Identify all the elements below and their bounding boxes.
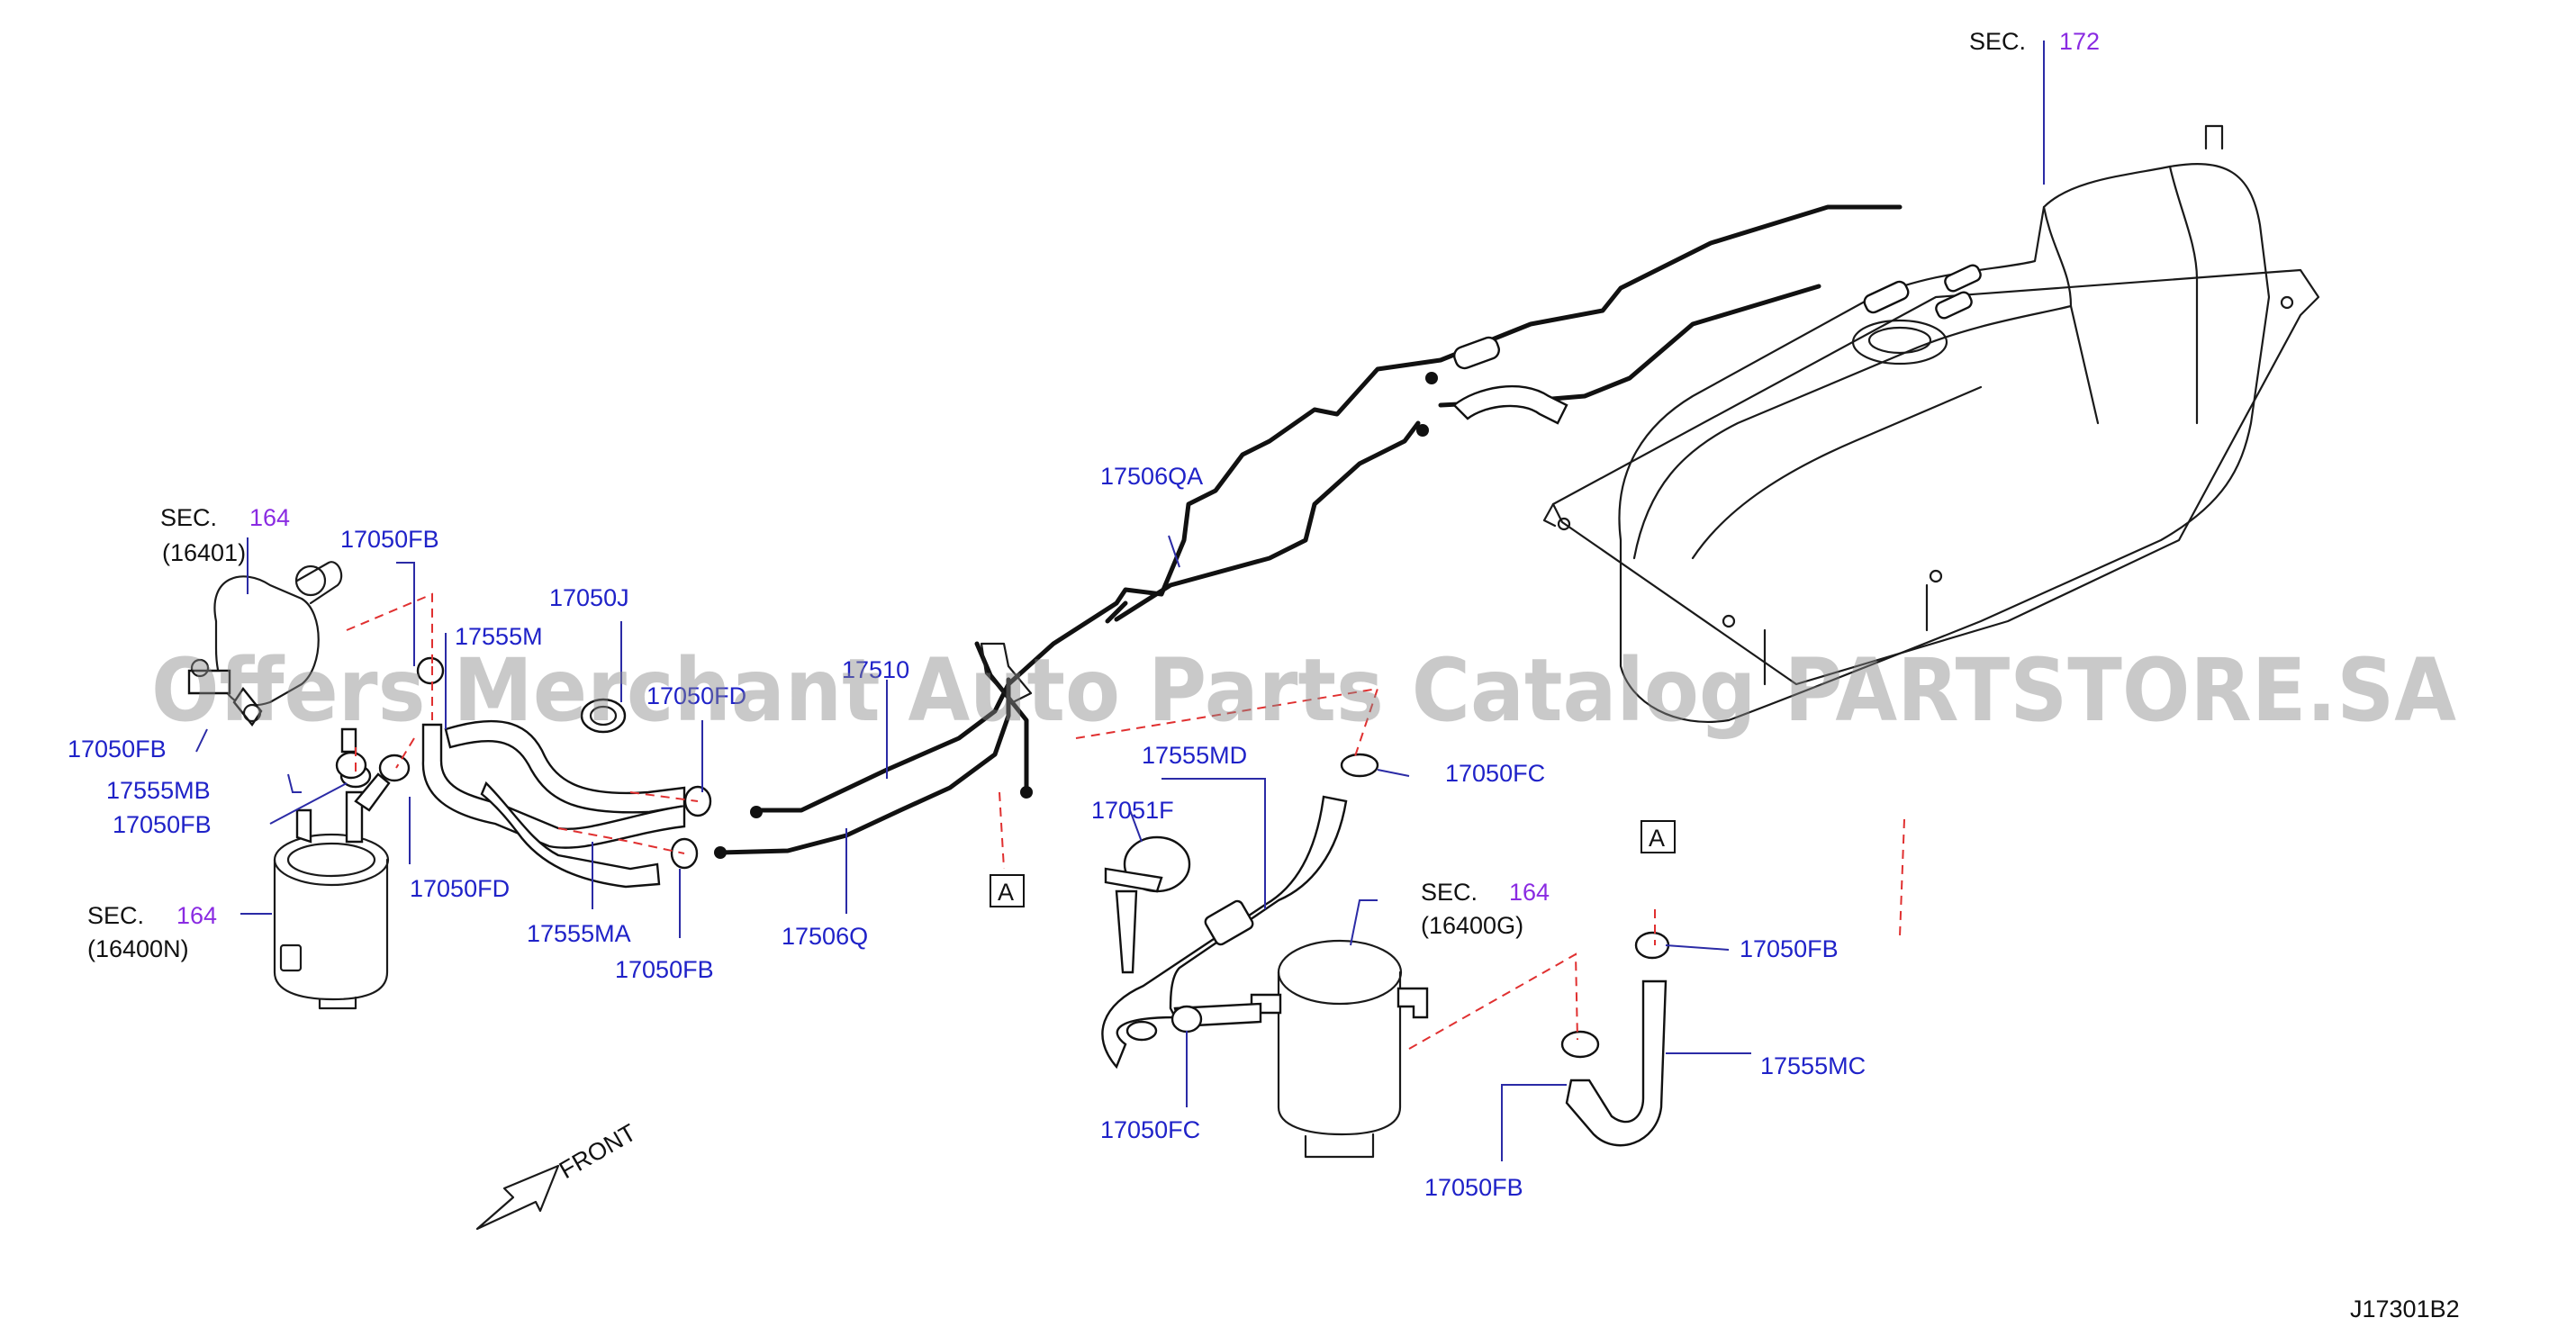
fuel-tank — [1542, 124, 2320, 723]
part-label-17555MD: 17555MD — [1142, 742, 1247, 769]
sec-164-16400G-prefix: SEC. — [1421, 879, 1478, 906]
pump-16401 — [187, 561, 357, 754]
sec-164-16401-sub: (16401) — [162, 539, 246, 566]
part-label-17555MA: 17555MA — [527, 920, 631, 947]
canister-16400G — [1250, 939, 1429, 1159]
part-label-17050FB-lowright: 17050FB — [1424, 1174, 1523, 1201]
part-label-17050FB-top: 17050FB — [340, 526, 439, 553]
part-label-17050FB-mid: 17050FB — [113, 811, 212, 838]
ref-a-left: A — [998, 879, 1014, 906]
part-label-17050FB-bottom: 17050FB — [615, 956, 714, 983]
part-label-17555M: 17555M — [455, 623, 543, 650]
hose-17555MD — [1101, 753, 1379, 1070]
reference-boxes — [990, 820, 1676, 907]
part-label-17050FC-upper: 17050FC — [1445, 760, 1545, 787]
part-label-17050FB-right: 17050FB — [1740, 935, 1839, 962]
tank-fittings — [1863, 264, 1982, 320]
sec-172-prefix: SEC. — [1969, 28, 2026, 55]
valve-17051F — [1104, 835, 1191, 974]
front-arrow — [475, 1164, 560, 1231]
sec-164-16401-prefix: SEC. — [160, 504, 217, 531]
part-label-17051F: 17051F — [1091, 797, 1174, 824]
sec-164-16400N-sub: (16400N) — [87, 935, 189, 962]
sec-164-16400G-sub: (16400G) — [1421, 912, 1523, 939]
part-label-17050FB-left: 17050FB — [68, 736, 167, 763]
dashed-links — [346, 592, 1905, 1050]
part-label-17050FD-upper: 17050FD — [646, 682, 746, 709]
part-label-17510: 17510 — [842, 656, 909, 683]
sec-164-16400G-number: 164 — [1509, 879, 1550, 906]
sec-172-number: 172 — [2059, 28, 2100, 55]
ref-a-right: A — [1649, 825, 1665, 852]
sec-164-16400N-number: 164 — [176, 902, 217, 929]
canister-16400N — [273, 763, 391, 1010]
front-label: FRONT — [555, 1119, 641, 1184]
labels: SEC. 172 SEC. 164 (16401) SEC. 164 (1640… — [68, 28, 2460, 1322]
part-label-17555MC: 17555MC — [1760, 1052, 1866, 1079]
part-label-17506Q: 17506Q — [782, 923, 868, 950]
part-label-17506QA: 17506QA — [1100, 463, 1203, 490]
part-label-17050J: 17050J — [549, 584, 629, 611]
leader-lines — [195, 41, 2045, 1161]
line-fittings — [1452, 336, 1568, 425]
sec-164-16400N-prefix: SEC. — [87, 902, 144, 929]
sec-164-16401-number: 164 — [249, 504, 290, 531]
grommet-17050J — [580, 698, 627, 734]
part-label-17555MB: 17555MB — [106, 777, 211, 804]
hose-17555MC — [1560, 931, 1670, 1147]
part-label-17050FC-lower: 17050FC — [1100, 1116, 1200, 1143]
hoses-17555M — [421, 719, 686, 889]
diagram-code: J17301B2 — [2350, 1295, 2460, 1322]
watermark-text: Offers Merchant Auto Parts Catalog PARTS… — [151, 640, 2456, 741]
part-label-17050FD-lower: 17050FD — [410, 875, 510, 902]
fuel-lines — [714, 204, 1903, 859]
